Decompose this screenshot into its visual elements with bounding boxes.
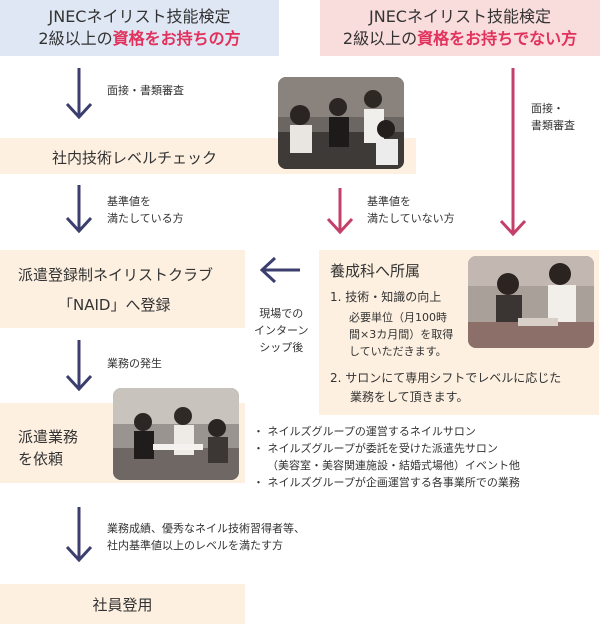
dispatch-destinations-list: ・ ネイルズグループの運営するネイルサロン ・ ネイルズグループが委託を受けた派… [253,423,520,491]
note-meets-criteria: 基準値を満たしている方 [107,195,184,225]
box-level-check-label: 社内技術レベルチェック [52,149,218,167]
note-not-meets-criteria: 基準値を満たしていない方 [367,195,455,225]
training-item2: 2. サロンにて専用シフトでレベルに応じた業務をして頂きます。 [330,371,562,404]
note-interview-right: 面接・書類審査 [531,102,575,132]
box-employment: 社員登用 [0,584,245,624]
training-title: 養成科へ所属 [330,262,421,280]
photo-dispatch [113,388,239,480]
list-item: ・ ネイルズグループが委託を受けた派遣先サロン [253,442,498,455]
note-work-occurs: 業務の発生 [107,357,162,370]
header-qualified: JNECネイリスト技能検定 2級以上の資格をお持ちの方 [0,0,279,56]
box-employment-label: 社員登用 [92,596,153,614]
training-item1-detail: 必要単位（月100時間×3カ月間）を取得していただきます。 [349,311,454,358]
header-qualified-line1: JNECネイリスト技能検定 [48,7,231,26]
list-item: （美容室・美容関連施設・結婚式場他）イベント他 [267,459,520,472]
list-item: ・ ネイルズグループの運営するネイルサロン [253,425,476,438]
box-dispatch-line2: を依頼 [18,450,64,468]
box-naid: 派遣登録制ネイリストクラブ 「NAID」へ登録 [0,250,245,328]
note-employment-criteria: 業務成績、優秀なネイル技術習得者等、社内基準値以上のレベルを満たす方 [107,522,305,552]
arrow-down-left-3 [65,340,93,392]
box-naid-line2: 「NAID」へ登録 [58,296,171,314]
header-unqualified-line1: JNECネイリスト技能検定 [369,7,551,26]
list-item: ・ ネイルズグループが企画運営する各事業所での業務 [253,476,520,489]
header-unqualified: JNECネイリスト技能検定 2級以上の資格をお持ちでない方 [320,0,600,56]
header-qualified-line2: 2級以上の資格をお持ちの方 [38,29,241,48]
note-interview-left: 面接・書類審査 [107,84,184,97]
arrow-down-left-1 [65,68,93,120]
arrow-left-internship [259,256,300,284]
arrow-down-pink-right [499,68,527,237]
arrow-down-left-4 [65,507,93,563]
photo-level-check [278,77,404,169]
box-dispatch-line1: 派遣業務 [18,428,79,446]
header-qualified-highlight: 資格をお持ちの方 [112,29,241,48]
box-naid-line1: 派遣登録制ネイリストクラブ [18,266,214,284]
arrow-down-pink-middle [326,188,354,235]
header-unqualified-highlight: 資格をお持ちでない方 [417,29,578,48]
photo-training [468,256,594,348]
training-item1: 1. 技術・知識の向上 [330,290,442,304]
note-internship: 現場でのインターンシップ後 [254,307,309,354]
arrow-down-left-2 [65,185,93,234]
header-unqualified-line2: 2級以上の資格をお持ちでない方 [342,29,578,48]
